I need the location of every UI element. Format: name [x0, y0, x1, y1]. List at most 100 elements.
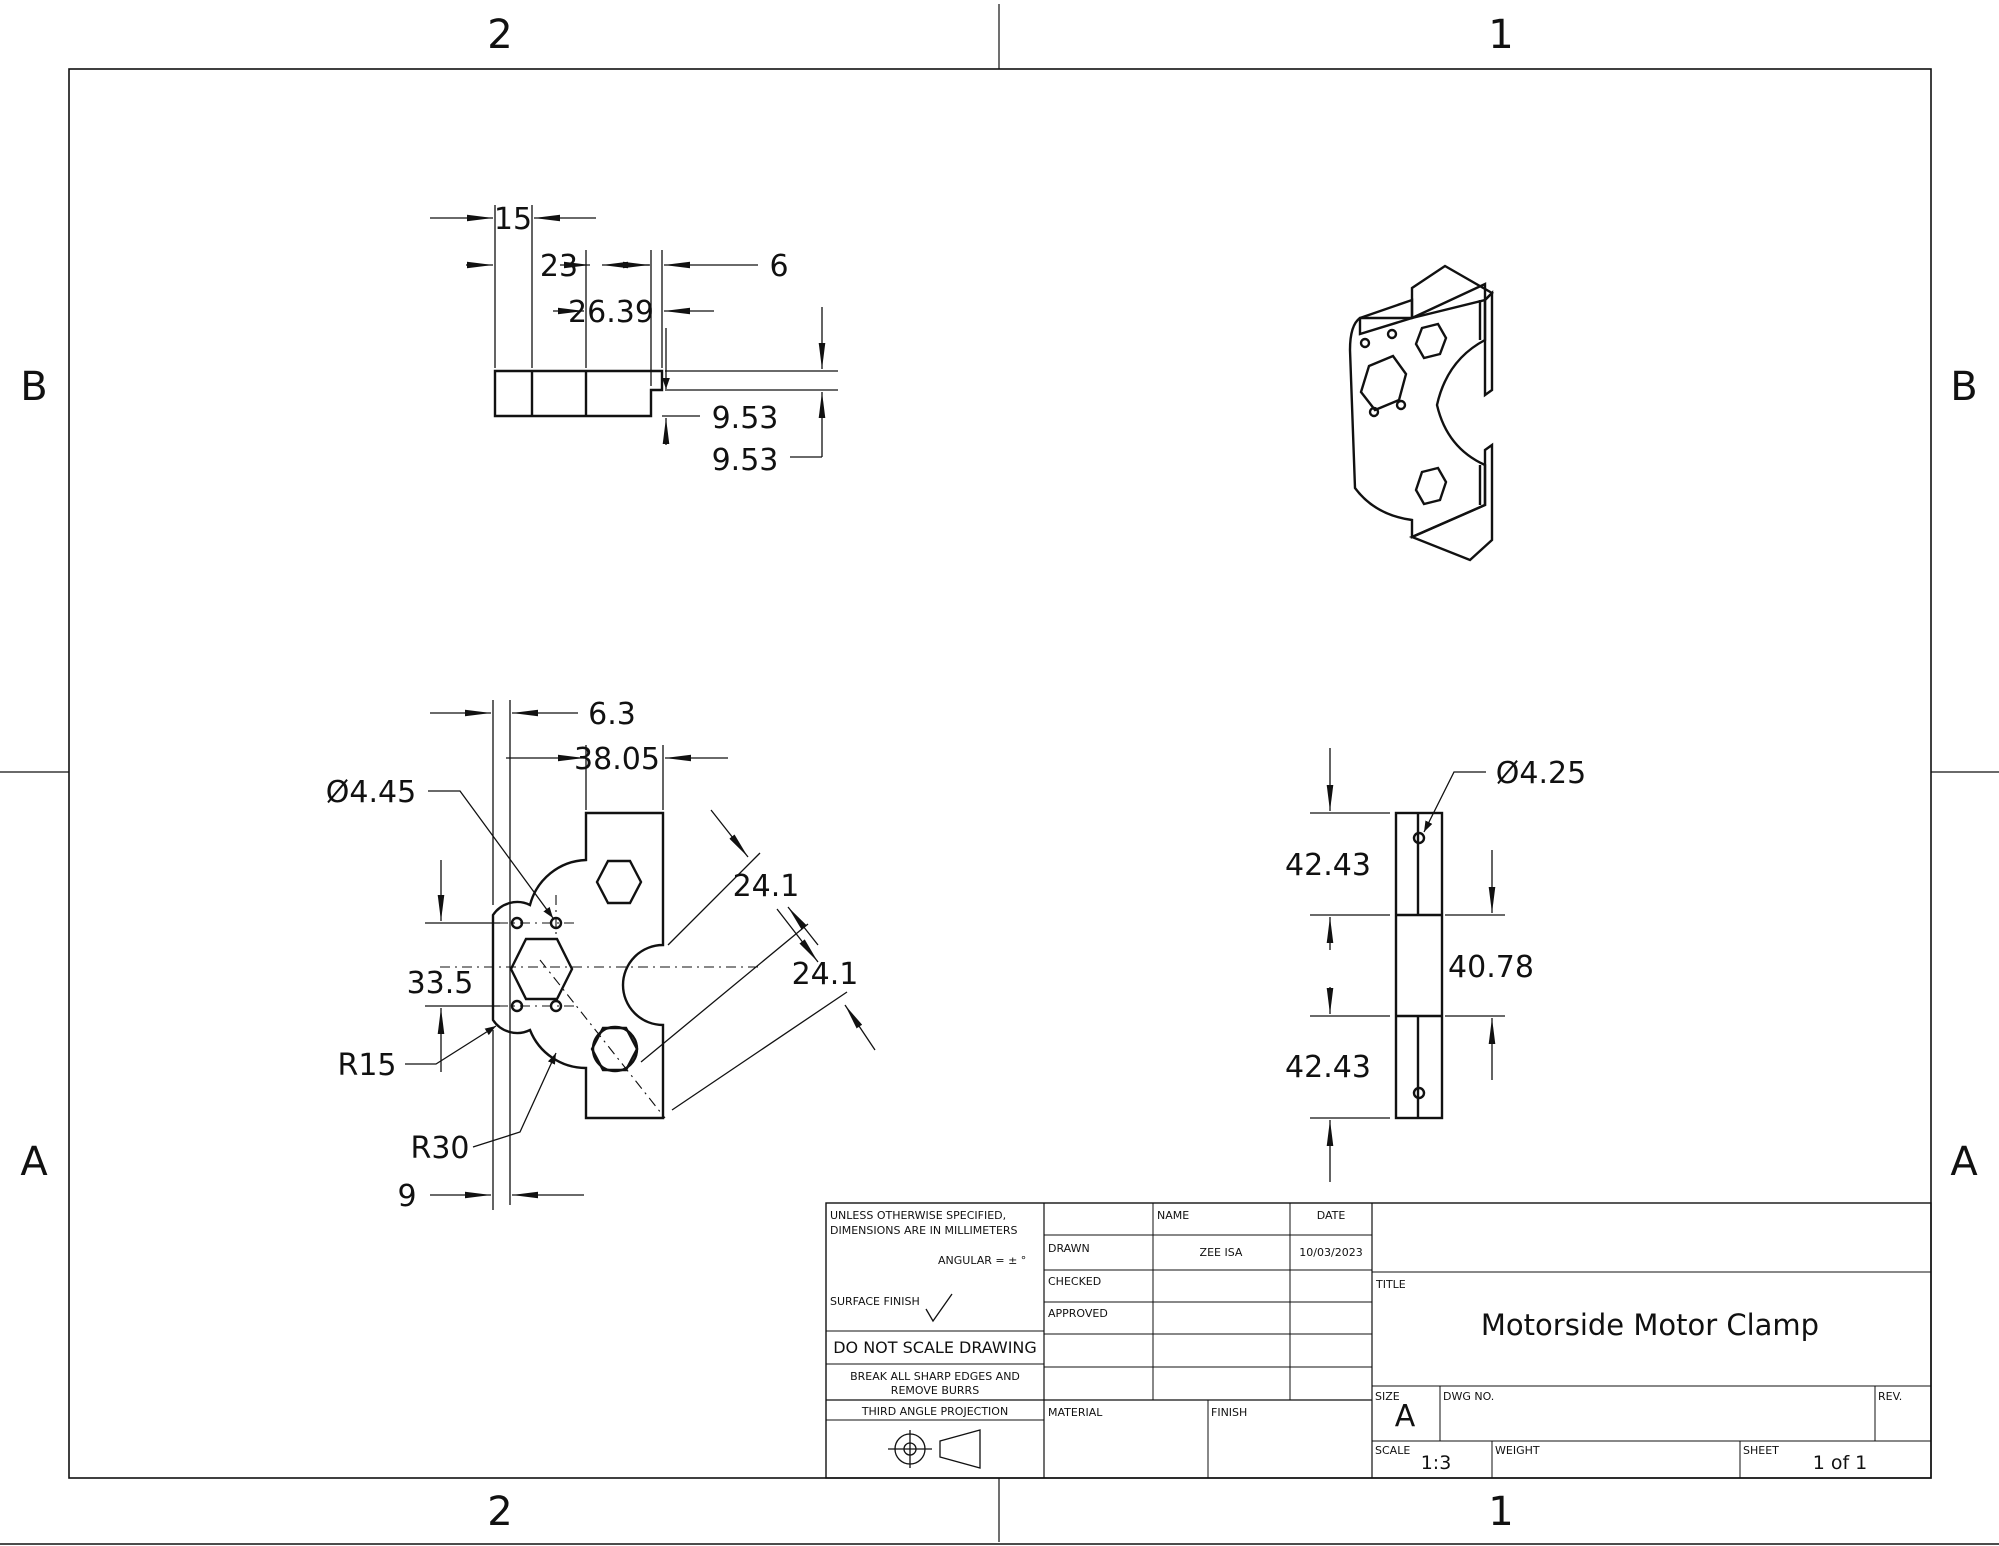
- sheet-size-value: A: [1395, 1399, 1416, 1434]
- surface-finish-label: SURFACE FINISH: [830, 1295, 920, 1308]
- break-edges-line2: REMOVE BURRS: [891, 1384, 979, 1397]
- dimension-24-1-a: 24.1: [640, 809, 819, 1063]
- dim-38-05-value: 38.05: [574, 742, 660, 777]
- iso-hex-hole-2: [1359, 354, 1408, 412]
- dimension-hole-4-25: Ø4.25: [1423, 756, 1586, 833]
- top-view-outline: [493, 369, 664, 418]
- zone-label-top-1: 1: [1488, 12, 1513, 58]
- dim-24-1-b-value: 24.1: [792, 957, 859, 992]
- dimension-9-53-b: 9.53: [712, 307, 826, 478]
- dimension-6-3: 6.3: [430, 697, 636, 1205]
- zone-label-right-a: A: [1950, 1139, 1978, 1185]
- dimension-15: 15: [430, 202, 596, 368]
- iso-small-hole: [1395, 399, 1407, 411]
- scale-value: 1:3: [1421, 1452, 1452, 1474]
- third-angle-projection-icon: [888, 1429, 981, 1469]
- dim-26-39-value: 26.39: [568, 295, 654, 330]
- title-label: TITLE: [1375, 1278, 1406, 1291]
- dim-hole-4-45-value: Ø4.45: [326, 775, 416, 810]
- projection-label: THIRD ANGLE PROJECTION: [861, 1405, 1008, 1418]
- tolerance-note-line1: UNLESS OTHERWISE SPECIFIED,: [830, 1209, 1006, 1222]
- dimension-42-43-b: 42.43: [1285, 987, 1390, 1182]
- dimension-38-05: 38.05: [506, 742, 728, 810]
- mount-hole: [549, 999, 563, 1013]
- drawing-title: Motorside Motor Clamp: [1481, 1308, 1819, 1342]
- weight-label: WEIGHT: [1495, 1444, 1540, 1457]
- size-label: SIZE: [1375, 1390, 1400, 1403]
- dimension-r15: R15: [337, 1025, 497, 1083]
- dimension-9-53-a: 9.53: [662, 328, 838, 445]
- sheet-label: SHEET: [1743, 1444, 1779, 1457]
- zone-labels: 2 1 2 1 B A B A: [20, 12, 1978, 1535]
- dim-42-43-a-value: 42.43: [1285, 848, 1371, 883]
- front-view-outline: [491, 811, 665, 1120]
- dimension-24-1-b: 24.1: [671, 908, 876, 1111]
- dimension-r30: R30: [410, 1052, 557, 1166]
- zone-label-right-b: B: [1950, 364, 1977, 410]
- zone-label-bottom-2: 2: [487, 1489, 512, 1535]
- rev-label: REV.: [1878, 1390, 1902, 1403]
- isometric-view: [1348, 264, 1494, 562]
- sheet-number-value: 1 of 1: [1813, 1452, 1868, 1474]
- surface-finish-icon: [925, 1293, 953, 1323]
- dim-hole-4-25-value: Ø4.25: [1496, 756, 1586, 791]
- dim-6-value: 6: [769, 249, 788, 284]
- side-view: Ø4.25 42.43 40.78 42.43: [1285, 748, 1586, 1182]
- zone-label-top-2: 2: [487, 12, 512, 58]
- drawn-label: DRAWN: [1048, 1242, 1090, 1255]
- dim-23-value: 23: [540, 249, 578, 284]
- dim-9-53-b-value: 9.53: [712, 443, 779, 478]
- dim-9-value: 9: [397, 1179, 416, 1214]
- side-hole: [1412, 1086, 1426, 1100]
- centerline: [539, 959, 666, 1119]
- checked-label: CHECKED: [1048, 1275, 1101, 1288]
- finish-label: FINISH: [1211, 1406, 1247, 1419]
- dimension-9: 9: [397, 1030, 584, 1214]
- hex-hole-top: [595, 859, 643, 905]
- break-edges-line1: BREAK ALL SHARP EDGES AND: [850, 1370, 1020, 1383]
- dim-40-78-value: 40.78: [1448, 950, 1534, 985]
- iso-hex-hole-3: [1414, 466, 1448, 506]
- iso-small-hole: [1386, 328, 1398, 340]
- date-column-header: DATE: [1317, 1209, 1346, 1222]
- dimension-23: 23: [466, 249, 650, 368]
- dimension-33-5: 33.5: [407, 860, 500, 1072]
- dim-15-value: 15: [494, 202, 532, 237]
- iso-small-hole: [1368, 406, 1380, 418]
- dimension-26-39: 26.39: [553, 295, 714, 330]
- dimension-hole-4-45: Ø4.45: [326, 775, 554, 919]
- dim-6-3-value: 6.3: [588, 697, 636, 732]
- drawn-date: 10/03/2023: [1299, 1246, 1362, 1259]
- scale-label: SCALE: [1375, 1444, 1410, 1457]
- hex-hole-bottom-outer: [591, 1025, 639, 1073]
- tolerance-note-line2: DIMENSIONS ARE IN MILLIMETERS: [830, 1224, 1018, 1237]
- top-view: 15 23 6 26.39 9.53: [430, 202, 838, 478]
- front-view: 6.3 38.05 Ø4.45 24.1 24.1: [326, 697, 876, 1214]
- dim-24-1-a-value: 24.1: [733, 869, 800, 904]
- dimension-42-43-a: 42.43: [1285, 748, 1390, 950]
- drawn-by-name: ZEE ISA: [1200, 1246, 1243, 1259]
- zone-label-left-b: B: [20, 364, 47, 410]
- angular-tolerance: ANGULAR = ± °: [938, 1254, 1026, 1267]
- iso-small-hole: [1359, 337, 1371, 349]
- material-label: MATERIAL: [1048, 1406, 1103, 1419]
- side-hole: [1412, 831, 1426, 845]
- dimension-40-78: 40.78: [1445, 850, 1534, 1080]
- approved-label: APPROVED: [1048, 1307, 1108, 1320]
- iso-block-side: [1483, 290, 1494, 398]
- name-column-header: NAME: [1157, 1209, 1189, 1222]
- dim-r15-value: R15: [337, 1048, 396, 1083]
- hex-hole-center: [509, 937, 574, 1001]
- dim-9-53-a-value: 9.53: [712, 401, 779, 436]
- iso-block-lower-side: [1408, 442, 1494, 562]
- dim-42-43-b-value: 42.43: [1285, 1050, 1371, 1085]
- title-block-frame: [825, 1202, 1932, 1479]
- dim-33-5-value: 33.5: [407, 966, 474, 1001]
- iso-hex-hole-1: [1414, 322, 1448, 360]
- title-block: UNLESS OTHERWISE SPECIFIED, DIMENSIONS A…: [825, 1202, 1932, 1479]
- dwg-no-label: DWG NO.: [1443, 1390, 1494, 1403]
- zone-label-left-a: A: [20, 1139, 48, 1185]
- do-not-scale-note: DO NOT SCALE DRAWING: [833, 1338, 1037, 1357]
- zone-label-bottom-1: 1: [1488, 1489, 1513, 1535]
